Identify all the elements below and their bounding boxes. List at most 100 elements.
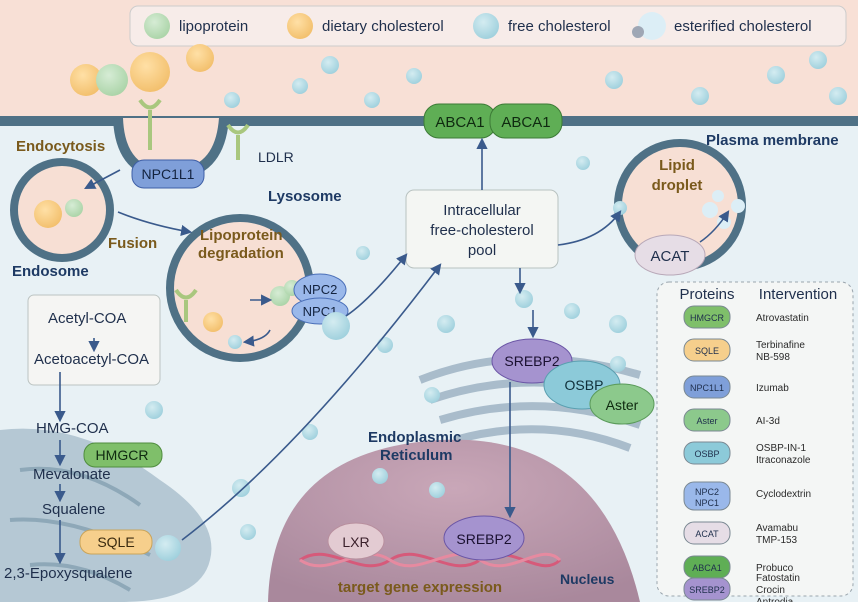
pathway-step: 2,3-Epoxysqualene [4,565,132,582]
table-intervention-text: OSBP-IN-1 [756,443,806,454]
label-abca1-b: ABCA1 [501,114,550,131]
aster-protein [589,383,655,425]
table-intervention-text: Izumab [756,383,789,394]
label-pool-1: Intracellular [443,202,521,219]
label-nucleus: Nucleus [560,571,615,587]
legend-dietary-cholesterol: dietary cholesterol [322,18,444,35]
label-er-1: Endoplasmic [368,429,461,446]
table-header-intervention: Intervention [759,286,837,303]
lysosome-free-cholesterol [228,335,242,349]
table-intervention-text: Atrovastatin [756,313,809,324]
table-protein-label: HMGCR [690,313,724,323]
table-header-proteins: Proteins [679,286,734,303]
label-npc1l1: NPC1L1 [142,166,195,182]
label-lipoprotein-degradation-2: degradation [198,245,284,262]
npc1l1-protein [131,159,205,189]
hmgcr-protein [83,442,163,468]
intervention-table [656,281,854,597]
label-acat: ACAT [651,248,690,265]
table-protein-label: OSBP [694,449,719,459]
label-osbp: OSBP [565,377,604,393]
table-intervention-text: Antrodia [756,597,794,602]
extracellular-particles [70,44,847,108]
label-pool-3: pool [468,242,496,259]
endosome [10,158,114,262]
table-intervention-text: Cyclodextrin [756,489,811,500]
pathway-step: Acetyl-COA [48,310,126,327]
table-protein-label: NPC1 [695,498,719,508]
sqle-protein [79,529,153,555]
label-endosome: Endosome [12,263,89,280]
receptor-icon [138,98,162,150]
table-protein-label: NPC1L1 [690,383,724,393]
table-intervention-text: Crocin [756,585,785,596]
table-protein-icon [683,375,731,399]
dietary-cholesterol-icon [287,13,313,39]
label-lipoprotein-degradation-1: Lipoprotein [200,227,283,244]
table-protein-icon [683,481,731,511]
label-npc2: NPC2 [303,282,338,297]
table-intervention-text: Terbinafine [756,340,805,351]
table-intervention-text: AI-3d [756,416,780,427]
table-protein-icon [683,338,731,362]
table-protein-label: Aster [696,416,717,426]
lysosome-receptor-icon [174,288,198,322]
esterified-cholesterol-icon [638,12,666,40]
label-lysosome: Lysosome [268,188,342,205]
lxr-protein [327,522,385,560]
table-protein-label: ACAT [695,529,719,539]
table-protein-icon [683,441,731,465]
label-lipid-droplet-1: Lipid [659,157,695,174]
pathway-step: Squalene [42,501,105,518]
table-intervention-text: Probuco [756,563,794,574]
lysosome-cholesterol [203,312,223,332]
endosome-cholesterol [34,200,62,228]
table-protein-label: NPC2 [695,487,719,497]
acat-protein [634,234,706,276]
table-protein-icon [683,521,731,545]
table-intervention-text: NB-598 [756,352,790,363]
table-intervention-text: Fatostatin [756,573,800,584]
mitochondria-shape [0,428,212,602]
label-fusion: Fusion [108,235,157,252]
free-cholesterol-icon [473,13,499,39]
label-sqle: SQLE [97,534,134,550]
epoxysqualene-free-cholesterol [155,535,181,561]
label-endocytosis: Endocytosis [16,138,105,155]
label-abca1-a: ABCA1 [435,114,484,131]
srebp2-nucleus-protein [443,515,525,561]
label-ldlr: LDLR [258,149,294,165]
table-intervention-text: TMP-153 [756,535,798,546]
pathway-arrows [54,137,730,565]
table-protein-icon [683,408,731,432]
ldlr-icon [226,123,250,160]
abca1-protein-b [489,103,563,139]
nucleus-body [268,439,640,602]
label-aster: Aster [606,397,639,413]
dna-strand-icon [299,552,562,568]
legend-esterified-cholesterol: esterified cholesterol [674,18,812,35]
table-protein-label: ABCA1 [692,563,722,573]
npc1-free-cholesterol [322,312,350,340]
table-protein-icon [683,305,731,329]
endosome-lipoprotein [65,199,83,217]
table-protein-label: SREBP2 [689,585,725,595]
label-hmgcr: HMGCR [96,447,149,463]
label-pool-2: free-cholesterol [430,222,533,239]
table-intervention-text: Itraconazole [756,455,811,466]
pathway-step: Mevalonate [33,466,111,483]
label-target-gene-expression: target gene expression [338,579,502,596]
label-srebp2-nucleus: SREBP2 [456,531,511,547]
label-srebp2-er: SREBP2 [504,353,559,369]
label-lipid-droplet-2: droplet [652,177,703,194]
label-lxr: LXR [342,534,369,550]
label-plasma-membrane: Plasma membrane [706,132,839,149]
lipoprotein-icon [144,13,170,39]
esterified-cholesterol-dot [632,26,644,38]
table-intervention-text: Avamabu [756,523,798,534]
legend-free-cholesterol: free cholesterol [508,18,611,35]
table-protein-icon [683,577,731,601]
